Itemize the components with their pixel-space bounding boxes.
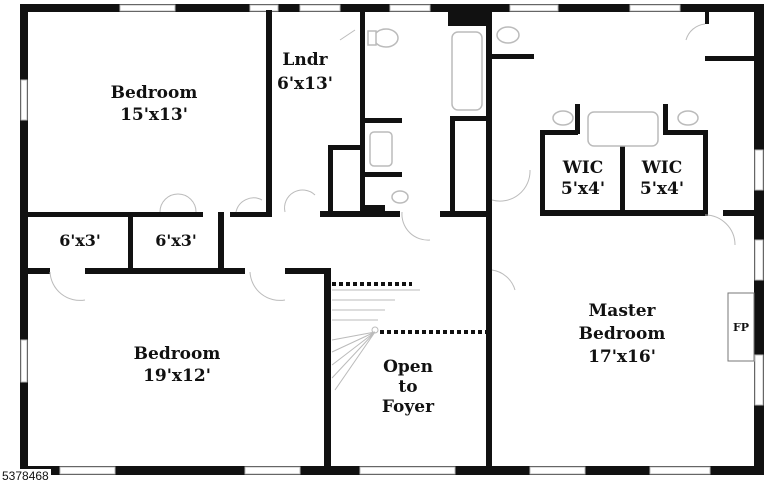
bedroom-1-size: 15'x13': [120, 105, 188, 125]
closet-1-size: 6'x3': [59, 231, 101, 250]
open-to-foyer-line2: to: [398, 377, 417, 397]
wic-2-size: 5'x4': [640, 179, 684, 199]
fireplace: FP: [727, 292, 755, 362]
wic-1-size: 5'x4': [561, 179, 605, 199]
laundry-size: 6'x13': [277, 74, 333, 94]
open-to-foyer-line1: Open: [383, 357, 433, 377]
master-bedroom-size: 17'x16': [588, 347, 656, 367]
bedroom-1-name: Bedroom: [111, 83, 198, 103]
wic-2-name: WIC: [641, 158, 683, 178]
bedroom-2-size: 19'x12': [143, 366, 211, 386]
interior-walls: [28, 4, 755, 466]
master-bedroom-line2: Bedroom: [579, 324, 666, 344]
laundry-name: Lndr: [282, 50, 328, 70]
bedroom-2-name: Bedroom: [134, 344, 221, 364]
fireplace-label: FP: [733, 321, 749, 334]
wic-1-name: WIC: [562, 158, 604, 178]
listing-id: 5378468: [0, 469, 51, 483]
open-to-foyer-line3: Foyer: [382, 397, 435, 417]
door-swings: [49, 23, 736, 301]
closet-2-size: 6'x3': [155, 231, 197, 250]
windows: [20, 4, 764, 475]
master-bedroom-name: Master: [588, 301, 656, 321]
stairs: [331, 289, 420, 391]
room-labels: Bedroom 15'x13' Lndr 6'x13' 6'x3' 6'x3' …: [59, 50, 684, 417]
bath-fixtures: [367, 26, 699, 204]
stair-railings: [332, 282, 488, 334]
